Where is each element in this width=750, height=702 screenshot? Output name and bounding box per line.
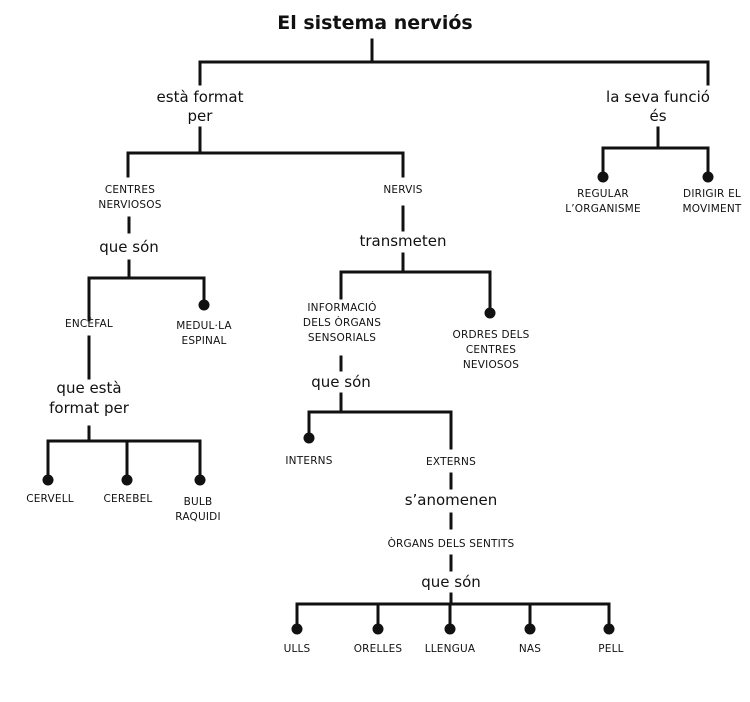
dot-cervell	[42, 474, 54, 486]
dot-orelles	[372, 623, 384, 635]
dot-ulls	[291, 623, 303, 635]
node-ulls-line-1: ULLS	[284, 643, 311, 655]
dot-dirigir	[702, 171, 714, 183]
dot-nas	[524, 623, 536, 635]
node-ordres-centres-line-3: NEVIOSOS	[463, 359, 519, 371]
node-informacio-organs-sensorials: INFORMACIÓ DELS ÒRGANS SENSORIALS	[303, 301, 381, 344]
dot-llengua	[444, 623, 456, 635]
node-centres-nerviosos: CENTRES NERVIOSOS	[98, 184, 161, 211]
node-cerebel-line-1: CEREBEL	[104, 493, 153, 505]
node-informacio-organs-sensorials-line-1: INFORMACIÓ	[307, 301, 376, 314]
node-organs-dels-sentits: ÒRGANS DELS SENTITS	[388, 537, 515, 550]
node-llengua-line-1: LLENGUA	[425, 643, 476, 655]
node-dirigir-moviment: DIRIGIR EL MOVIMENT	[683, 188, 742, 215]
node-cervell: CERVELL	[26, 493, 74, 505]
node-orelles: ORELLES	[354, 643, 403, 655]
connector-que-son-2: que són	[311, 373, 371, 391]
node-centres-nerviosos-line-2: NERVIOSOS	[98, 199, 161, 211]
node-bulb-raquidi: BULB RAQUIDI	[175, 496, 221, 523]
connector-la-seva-funcio-line-1: la seva funció	[606, 88, 710, 106]
node-encefal: ENCÈFAL	[65, 317, 113, 330]
node-interns: INTERNS	[285, 455, 332, 467]
node-ordres-centres-line-2: CENTRES	[466, 344, 516, 356]
dot-medulla	[198, 299, 210, 311]
node-organs-dels-sentits-line-1: ÒRGANS DELS SENTITS	[388, 537, 515, 550]
node-medulla-espinal-line-2: ESPINAL	[181, 335, 226, 347]
connector-que-son-1: que són	[99, 238, 159, 256]
node-dirigir-moviment-line-1: DIRIGIR EL	[683, 188, 741, 200]
connector-s-anomenen: s’anomenen	[405, 491, 498, 509]
connector-transmeten-line-1: transmeten	[359, 232, 446, 250]
node-ordres-centres: ORDRES DELS CENTRES NEVIOSOS	[452, 329, 529, 371]
connector-esta-format-per-line-1: està format	[157, 88, 244, 106]
node-pell: PELL	[598, 643, 623, 655]
connector-que-son-3-line-1: que són	[421, 573, 481, 591]
node-bulb-raquidi-line-2: RAQUIDI	[175, 511, 221, 523]
node-interns-line-1: INTERNS	[285, 455, 332, 467]
node-dirigir-moviment-line-2: MOVIMENT	[683, 203, 742, 215]
node-encefal-line-1: ENCÈFAL	[65, 317, 113, 330]
node-ordres-centres-line-1: ORDRES DELS	[452, 329, 529, 341]
node-cervell-line-1: CERVELL	[26, 493, 74, 505]
node-informacio-organs-sensorials-line-3: SENSORIALS	[308, 332, 376, 344]
node-regular-organisme-line-1: REGULAR	[577, 188, 629, 200]
node-llengua: LLENGUA	[425, 643, 476, 655]
node-centres-nerviosos-line-1: CENTRES	[105, 184, 155, 196]
diagram-title: El sistema nerviós	[277, 12, 472, 34]
node-informacio-organs-sensorials-line-2: DELS ÒRGANS	[303, 316, 381, 329]
node-regular-organisme-line-2: L’ORGANISME	[565, 203, 641, 215]
node-nervis-line-1: NERVIS	[383, 184, 422, 196]
connector-que-son-2-line-1: que són	[311, 373, 371, 391]
connector-esta-format-per-line-2: per	[188, 107, 214, 125]
connector-la-seva-funcio-line-2: és	[649, 107, 666, 125]
leaf-dots	[42, 171, 714, 635]
node-externs-line-1: EXTERNS	[426, 456, 476, 468]
node-nas: NAS	[519, 643, 541, 655]
node-pell-line-1: PELL	[598, 643, 623, 655]
dot-ordres	[484, 307, 496, 319]
connector-que-esta-format-per: que està format per	[49, 379, 130, 417]
connector-lines	[46, 38, 710, 631]
connector-transmeten: transmeten	[359, 232, 446, 250]
connector-s-anomenen-line-1: s’anomenen	[405, 491, 498, 509]
node-medulla-espinal-line-1: MEDUL·LA	[176, 320, 232, 332]
connector-que-esta-format-per-line-1: que està	[56, 379, 121, 397]
connector-que-esta-format-per-line-2: format per	[49, 399, 130, 417]
node-cerebel: CEREBEL	[104, 493, 153, 505]
dot-bulb	[194, 474, 206, 486]
connector-que-son-1-line-1: que són	[99, 238, 159, 256]
dot-cerebel	[121, 474, 133, 486]
node-orelles-line-1: ORELLES	[354, 643, 403, 655]
connector-que-son-3: que són	[421, 573, 481, 591]
dot-interns	[303, 432, 315, 444]
node-bulb-raquidi-line-1: BULB	[184, 496, 213, 508]
node-ulls: ULLS	[284, 643, 311, 655]
node-medulla-espinal: MEDUL·LA ESPINAL	[176, 320, 232, 347]
node-nas-line-1: NAS	[519, 643, 541, 655]
node-nervis: NERVIS	[383, 184, 422, 196]
dot-regular	[597, 171, 609, 183]
node-regular-organisme: REGULAR L’ORGANISME	[565, 188, 641, 215]
node-externs: EXTERNS	[426, 456, 476, 468]
dot-pell	[603, 623, 615, 635]
